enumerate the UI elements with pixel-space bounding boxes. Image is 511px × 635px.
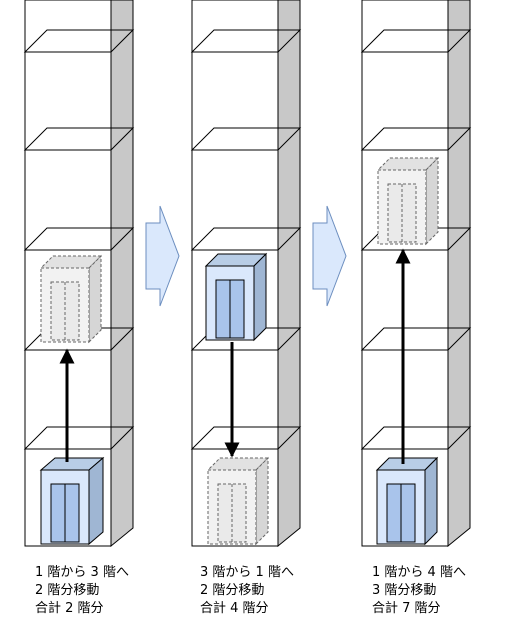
- next-step-arrow-1: [145, 205, 180, 307]
- panel-3-caption: 1 階から 4 階へ 3 階分移動 合計 7 階分: [372, 564, 466, 618]
- panel-1-car: [39, 456, 105, 546]
- panel-2-caption-line-3: 合計 4 階分: [200, 601, 269, 616]
- panel-1-caption: 1 階から 3 階へ 2 階分移動 合計 2 階分: [35, 564, 129, 618]
- panel-3-caption-line-1: 1 階から 4 階へ: [372, 565, 466, 580]
- panel-2-ghost-car: [206, 456, 270, 546]
- panel-3-car: [375, 456, 439, 546]
- panel-2-caption: 3 階から 1 階へ 2 階分移動 合計 4 階分: [200, 564, 294, 618]
- panel-2-caption-line-1: 3 階から 1 階へ: [200, 565, 294, 580]
- panel-3-caption-line-3: 合計 7 階分: [372, 601, 441, 616]
- panel-1-caption-line-1: 1 階から 3 階へ: [35, 565, 129, 580]
- panel-2-car: [204, 252, 268, 342]
- panel-1-caption-line-2: 2 階分移動: [35, 583, 100, 598]
- panel-3-caption-line-2: 3 階分移動: [372, 583, 437, 598]
- next-step-arrow-2: [312, 205, 347, 307]
- panel-1-ghost-car: [39, 254, 103, 344]
- panel-3-shaft: [360, 0, 472, 548]
- panel-2-caption-line-2: 2 階分移動: [200, 583, 265, 598]
- panel-1-caption-line-3: 合計 2 階分: [35, 601, 104, 616]
- panel-3-ghost-car: [376, 156, 440, 246]
